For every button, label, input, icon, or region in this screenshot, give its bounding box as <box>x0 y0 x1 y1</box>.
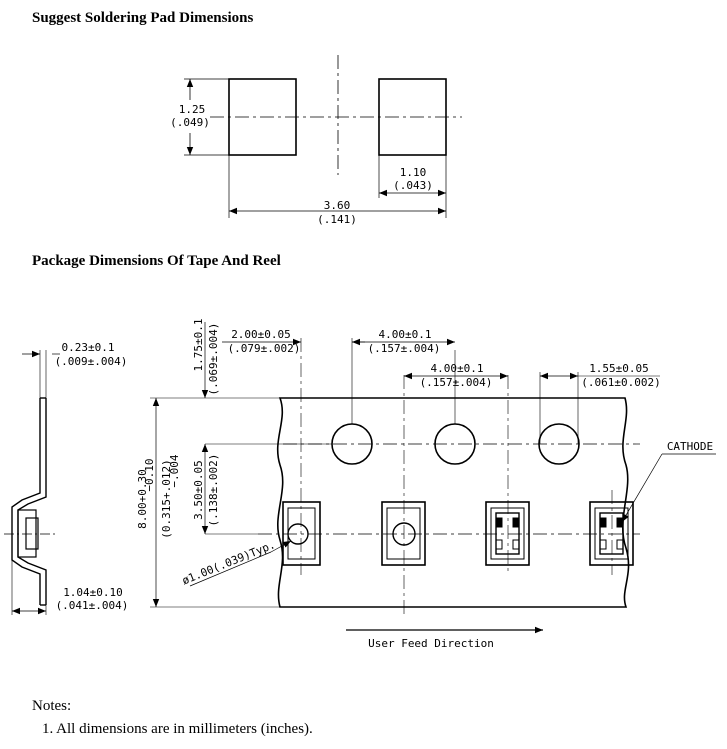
pocket-1 <box>282 501 321 566</box>
pocket-hole <box>287 523 309 545</box>
pocket-4-with-led <box>589 501 634 566</box>
pad-width-in: (.043) <box>393 179 433 192</box>
pad-heading: Suggest Soldering Pad Dimensions <box>32 10 253 26</box>
solder-pad-drawing <box>184 55 462 218</box>
tape-thickness-mm: 0.23±0.1 <box>62 341 115 354</box>
tape-width-in-tol: −.004 <box>168 454 181 487</box>
feed-direction-label: User Feed Direction <box>368 637 494 650</box>
tape-top-view <box>150 322 716 634</box>
edge-distance-in: (.069±.004) <box>207 323 220 396</box>
pad-span-in: (.141) <box>317 213 357 226</box>
pad-span-mm: 3.60 <box>324 199 351 212</box>
p2-in: (.079±.002) <box>228 342 301 355</box>
p2-mm: 2.00±0.05 <box>231 328 291 341</box>
carrier-tape <box>276 397 630 608</box>
cathode-label: CATHODE <box>667 440 713 453</box>
pocket-2 <box>381 501 426 566</box>
tape-width-in: (0.315+.012) <box>160 459 173 538</box>
p1-mm: 4.00±0.1 <box>431 362 484 375</box>
notes-title: Notes: <box>32 698 71 714</box>
tape-width-mm-tol: −0.10 <box>143 458 156 491</box>
edge-distance-mm: 1.75±0.1 <box>192 319 205 372</box>
pad-width-mm: 1.10 <box>400 166 427 179</box>
p1-in: (.157±.004) <box>420 376 493 389</box>
pad-height-mm: 1.25 <box>179 103 206 116</box>
tape-thickness-in: (.009±.004) <box>55 355 128 368</box>
tape-heading: Package Dimensions Of Tape And Reel <box>32 253 281 269</box>
note-item: 1. All dimensions are in millimeters (in… <box>42 721 313 737</box>
pocket-depth-in: (.041±.004) <box>56 599 129 612</box>
p0-mm: 4.00±0.1 <box>379 328 432 341</box>
pad-height-in: (.049) <box>170 116 210 129</box>
d0-in: (.061±0.002) <box>581 376 660 389</box>
d0-mm: 1.55±0.05 <box>589 362 649 375</box>
f-distance-in: (.138±.002) <box>207 454 220 527</box>
sprocket-hole-3 <box>538 423 580 465</box>
f-distance-mm: 3.50±0.05 <box>192 460 205 520</box>
pocket-3-with-led <box>485 501 530 566</box>
pocket-depth-mm: 1.04±0.10 <box>63 586 123 599</box>
tape-width-mm: 8.00+0.30 <box>136 469 149 529</box>
tape-side-profile <box>4 350 60 615</box>
p0-in: (.157±.004) <box>368 342 441 355</box>
hole-diameter-label: ø1.00(.039)Typ. <box>180 538 277 587</box>
